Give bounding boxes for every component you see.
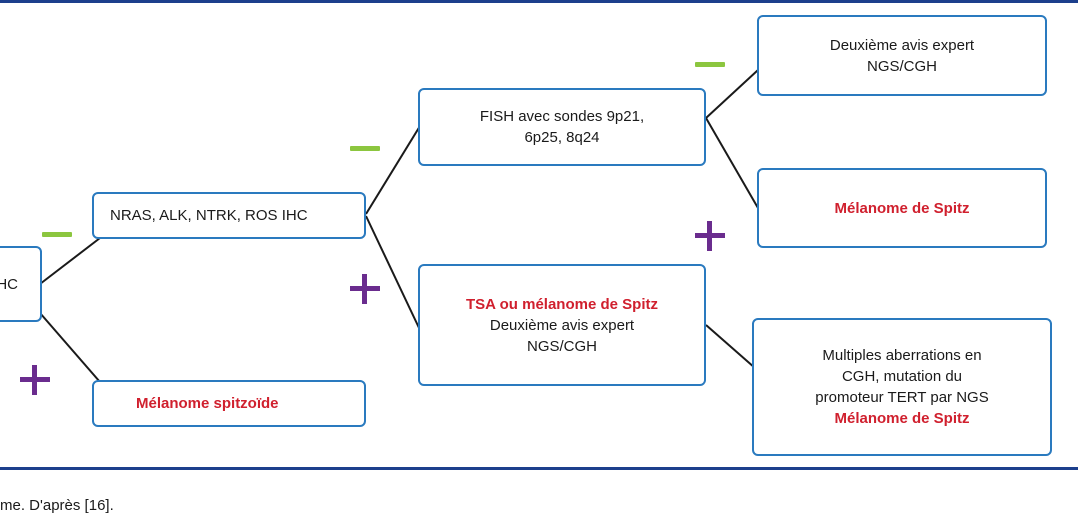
connector-tsa-aberrations xyxy=(705,324,756,369)
tsa-box: TSA ou mélanome de Spitz Deuxième avis e… xyxy=(418,264,706,386)
aberrations-line3: promoteur TERT par NGS xyxy=(815,389,989,406)
spitz-melanoma-box: Mélanome de Spitz xyxy=(757,168,1047,248)
spitzoid-melanoma-label: Mélanome spitzoïde xyxy=(136,395,279,412)
minus-sign-icon xyxy=(350,146,380,151)
ihc-panel-box: NRAS, ALK, NTRK, ROS IHC xyxy=(92,192,366,239)
bottom-rule xyxy=(0,467,1078,470)
minus-sign-icon xyxy=(42,232,72,237)
connector-ihc-tsa xyxy=(365,215,421,331)
minus-sign-icon xyxy=(695,62,725,67)
tsa-line3: NGS/CGH xyxy=(526,337,597,355)
ihc-panel-label: NRAS, ALK, NTRK, ROS IHC xyxy=(110,207,308,224)
connector-fish-spitz xyxy=(705,117,759,209)
fish-box: FISH avec sondes 9p21, 6p25, 8q24 xyxy=(418,88,706,166)
connector-ihc-fish xyxy=(365,125,421,215)
aberrations-line4: Mélanome de Spitz xyxy=(834,410,970,427)
expert-line1: Deuxième avis expert xyxy=(829,36,975,54)
fish-line2: 6p25, 8q24 xyxy=(524,129,600,146)
figure-caption: me. D'après [16]. xyxy=(0,497,114,514)
expert-opinion-box: Deuxième avis expert NGS/CGH xyxy=(757,15,1047,96)
connector-fish-expert xyxy=(705,69,759,119)
fish-line1: FISH avec sondes 9p21, xyxy=(479,108,645,125)
root-ihc-box: HC xyxy=(0,246,42,322)
plus-sign-icon xyxy=(20,365,50,395)
plus-sign-icon xyxy=(695,221,725,251)
expert-line2: NGS/CGH xyxy=(866,57,937,75)
connector-root-ihc xyxy=(39,237,101,285)
top-rule xyxy=(0,0,1078,3)
tsa-line2: Deuxième avis expert xyxy=(489,316,635,334)
aberrations-line1: Multiples aberrations en xyxy=(822,347,982,364)
aberrations-line2: CGH, mutation du xyxy=(841,368,963,385)
spitzoid-melanoma-box: Mélanome spitzoïde xyxy=(92,380,366,427)
spitz-melanoma-label: Mélanome de Spitz xyxy=(834,199,970,217)
tsa-line1: TSA ou mélanome de Spitz xyxy=(466,295,658,313)
connector-root-spitzoid xyxy=(39,312,101,383)
aberrations-box: Multiples aberrations en CGH, mutation d… xyxy=(752,318,1052,456)
plus-sign-icon xyxy=(350,274,380,304)
root-ihc-label: HC xyxy=(0,275,18,293)
